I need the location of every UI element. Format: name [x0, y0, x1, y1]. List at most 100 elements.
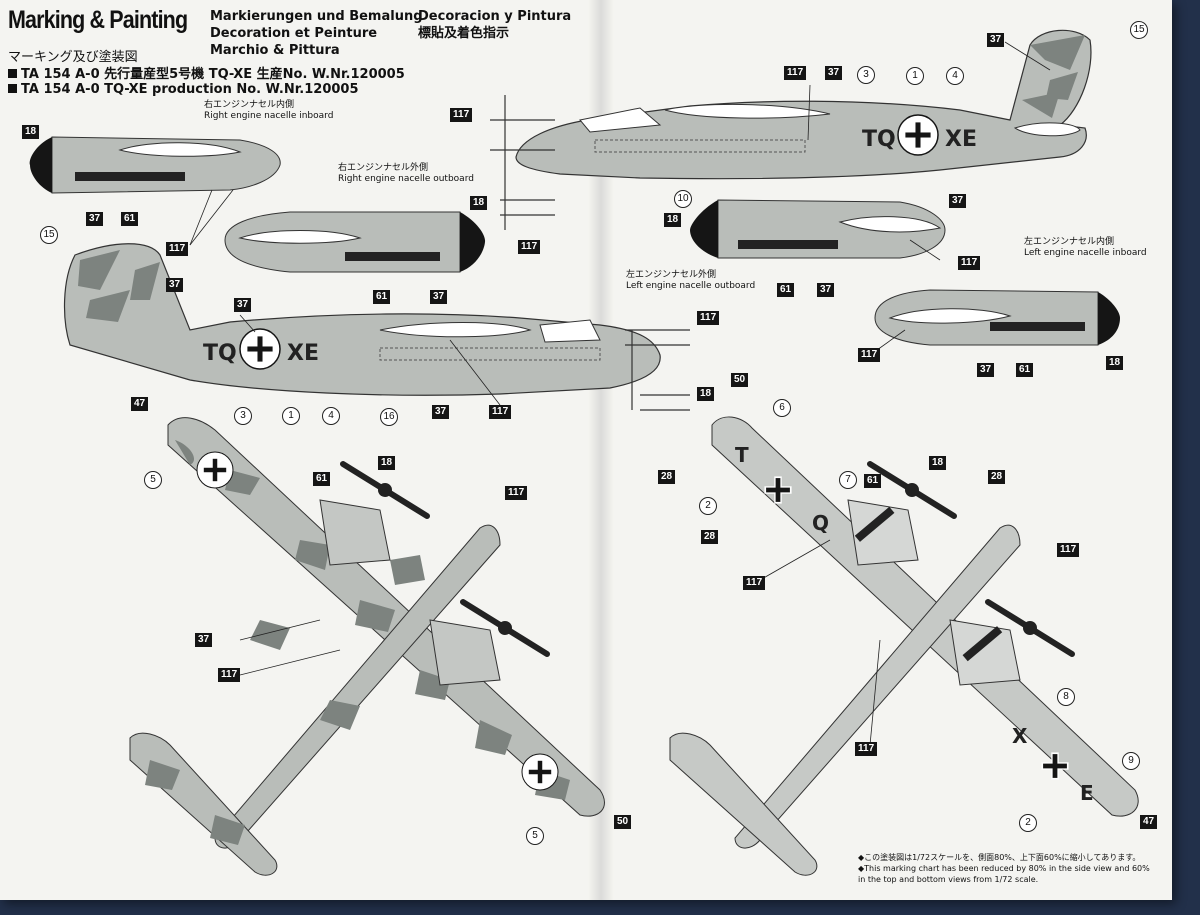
- fuselage-code-left: TQ: [862, 127, 896, 152]
- decal-number: 6: [773, 399, 791, 417]
- paint-code-tag: 37: [432, 405, 450, 419]
- paint-code-tag: 18: [378, 456, 396, 470]
- paint-code-tag: 61: [313, 472, 331, 486]
- title-translations-left: Markierungen und Bemalung Decoration et …: [210, 8, 423, 59]
- instruction-sheet: Marking & Painting マーキング及び塗装図 Markierung…: [0, 0, 1172, 900]
- paint-code-tag: 37: [86, 212, 104, 226]
- side-view-right: TQ XE: [490, 29, 1092, 230]
- production-info: TA 154 A-0 先行量産型5号機 TQ-XE 生産No. W.Nr.120…: [8, 67, 405, 97]
- paint-code-tag: 117: [958, 256, 981, 270]
- title-fr: Decoration et Peinture: [210, 26, 378, 41]
- decal-number: 2: [1019, 814, 1037, 832]
- paint-code-tag: 18: [664, 213, 682, 227]
- production-line-en: TA 154 A-0 TQ-XE production No. W.Nr.120…: [21, 82, 359, 97]
- decal-number: 1: [906, 67, 924, 85]
- production-line-jp: TA 154 A-0 先行量産型5号機 TQ-XE 生産No. W.Nr.120…: [21, 67, 405, 82]
- nacelle-right-outboard: [224, 211, 486, 273]
- page-title: Marking & Painting: [8, 6, 188, 34]
- paint-code-tag: 37: [949, 194, 967, 208]
- aircraft-drawings: TQ XE TQ XE: [29, 29, 1139, 876]
- bullet-square-icon: [8, 84, 17, 93]
- fuselage-code-right-2: XE: [287, 341, 319, 366]
- paint-code-tag: 37: [166, 278, 184, 292]
- paint-code-tag: 117: [518, 240, 541, 254]
- decal-number: 4: [946, 67, 964, 85]
- paint-code-tag: 117: [858, 348, 881, 362]
- paint-code-tag: 117: [450, 108, 473, 122]
- decal-number: 3: [234, 407, 252, 425]
- paint-code-tag: 28: [701, 530, 719, 544]
- paint-code-tag: 37: [825, 66, 843, 80]
- leader-lines: [189, 41, 1051, 746]
- underwing-letter-t: T: [735, 443, 749, 467]
- decal-number: 15: [1130, 21, 1148, 39]
- paint-code-tag: 61: [864, 474, 882, 488]
- paint-code-tag: 61: [777, 283, 795, 297]
- decal-number: 7: [839, 471, 857, 489]
- decal-number: 1: [282, 407, 300, 425]
- title-jp-sub: 標貼及着色指示: [418, 26, 510, 41]
- underwing-letter-e: E: [1080, 781, 1094, 805]
- paint-code-tag: 37: [977, 363, 995, 377]
- decal-number: 4: [322, 407, 340, 425]
- top-view: [129, 417, 605, 876]
- nacelle-right-inboard: [29, 136, 281, 194]
- paint-code-tag: 47: [1140, 815, 1158, 829]
- paint-code-tag: 117: [855, 742, 878, 756]
- paint-code-tag: 117: [743, 576, 766, 590]
- paint-code-tag: 117: [1057, 543, 1080, 557]
- paint-code-tag: 117: [489, 405, 512, 419]
- nacelle-left-outboard: [690, 199, 946, 259]
- bullet-square-icon: [8, 69, 17, 78]
- paint-code-tag: 37: [234, 298, 252, 312]
- fuselage-code-left-2: TQ: [203, 341, 237, 366]
- title-translations-right: Decoracion y Pintura 標貼及着色指示: [418, 8, 571, 42]
- decal-number: 5: [144, 471, 162, 489]
- nacelle-left-inboard: [874, 289, 1120, 346]
- decal-number: 15: [40, 226, 58, 244]
- paint-code-tag: 117: [218, 668, 241, 682]
- decal-number: 16: [380, 408, 398, 426]
- paint-code-tag: 117: [505, 486, 528, 500]
- decal-number: 3: [857, 66, 875, 84]
- paint-code-tag: 117: [784, 66, 807, 80]
- decal-number: 9: [1122, 752, 1140, 770]
- paint-code-tag: 37: [195, 633, 213, 647]
- paint-code-tag: 37: [430, 290, 448, 304]
- paint-code-tag: 117: [166, 242, 189, 256]
- paint-code-tag: 37: [817, 283, 835, 297]
- fuselage-code-right: XE: [945, 127, 977, 152]
- paint-code-tag: 61: [1016, 363, 1034, 377]
- decal-number: 5: [526, 827, 544, 845]
- decal-number: 10: [674, 190, 692, 208]
- paint-code-tag: 18: [470, 196, 488, 210]
- paint-code-tag: 50: [731, 373, 749, 387]
- paint-code-tag: 50: [614, 815, 632, 829]
- title-de: Markierungen und Bemalung: [210, 9, 423, 24]
- side-view-left: TQ XE: [63, 243, 690, 411]
- scale-note: ◆この塗装図は1/72スケールを、側面80%、上下面60%に縮小してあります。 …: [858, 853, 1150, 884]
- page-title-jp: マーキング及び塗装図: [8, 50, 138, 65]
- underwing-letter-q: Q: [812, 511, 829, 535]
- paint-code-tag: 61: [373, 290, 391, 304]
- paint-code-tag: 18: [22, 125, 40, 139]
- decal-number: 2: [699, 497, 717, 515]
- paint-code-tag: 28: [658, 470, 676, 484]
- decal-number: 8: [1057, 688, 1075, 706]
- paint-code-tag: 117: [697, 311, 720, 325]
- paint-code-tag: 18: [697, 387, 715, 401]
- paint-code-tag: 28: [988, 470, 1006, 484]
- title-it: Marchio & Pittura: [210, 43, 340, 58]
- title-es: Decoracion y Pintura: [418, 9, 572, 24]
- paint-code-tag: 18: [1106, 356, 1124, 370]
- paint-code-tag: 37: [987, 33, 1005, 47]
- paint-code-tag: 61: [121, 212, 139, 226]
- paint-code-tag: 47: [131, 397, 149, 411]
- underwing-letter-x: X: [1012, 724, 1028, 748]
- paint-code-tag: 18: [929, 456, 947, 470]
- bottom-view: T Q X E: [669, 416, 1139, 876]
